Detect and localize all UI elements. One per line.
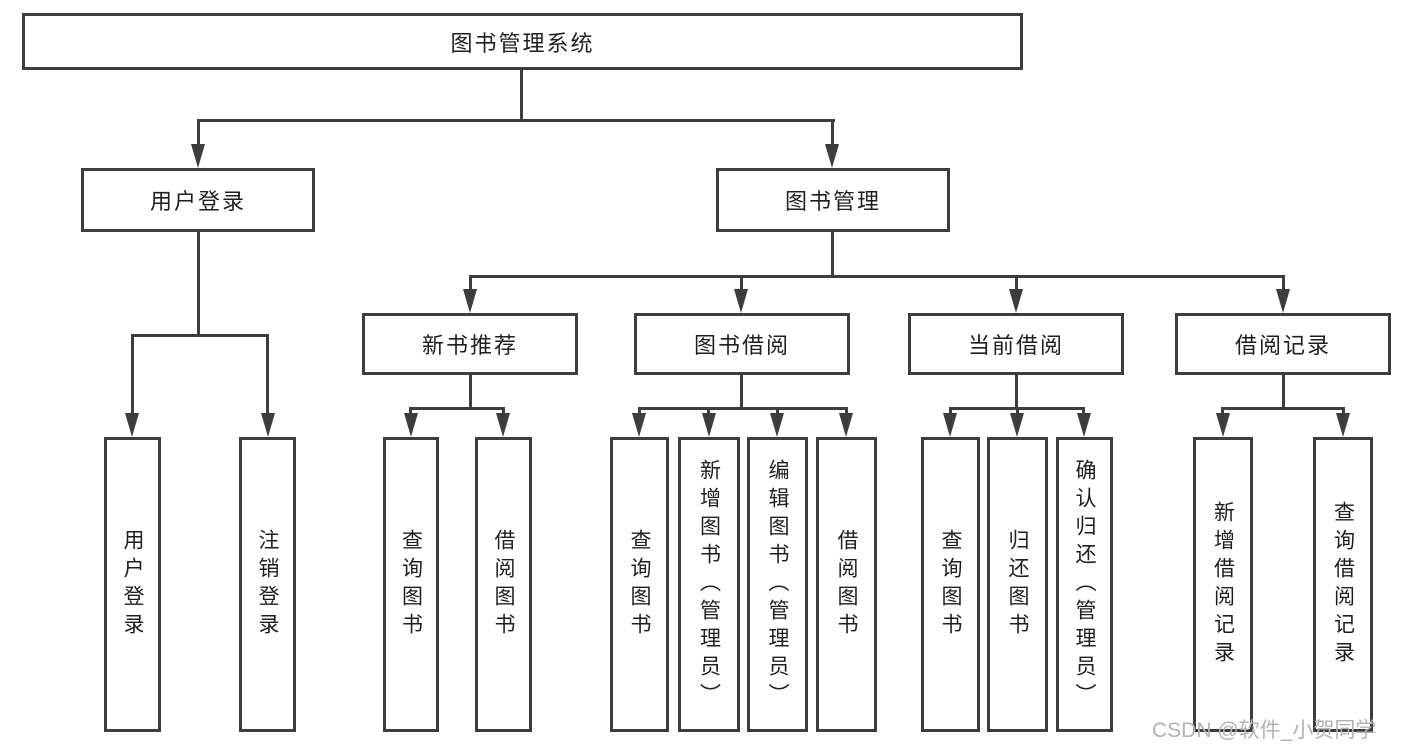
leaf-logout: 注销登录 <box>239 437 296 732</box>
connector-leaf-arm <box>845 407 848 416</box>
connector-borrow-records-bar <box>1221 407 1345 410</box>
leaf-query-borrow-record: 查询借阅记录 <box>1313 437 1373 732</box>
leaf-borrow-book-borrow: 借阅图书 <box>816 437 877 732</box>
connector-new-book-arm <box>469 275 472 293</box>
connector-leaf-arm <box>409 407 412 416</box>
connector-level1-bar <box>197 119 835 122</box>
leaf-return-book: 归还图书 <box>987 437 1048 732</box>
connector-root-stem <box>520 70 523 121</box>
arrow-down-icon <box>496 413 510 437</box>
arrow-down-icon <box>1336 413 1350 437</box>
arrow-down-icon <box>1216 413 1230 437</box>
leaf-query-borrow-record-label: 查询借阅记录 <box>1331 500 1355 669</box>
node-book-borrow: 图书借阅 <box>634 313 850 375</box>
leaf-query-book-recommend: 查询图书 <box>383 437 439 732</box>
leaf-user-login: 用户登录 <box>104 437 161 732</box>
leaf-confirm-return-admin: 确认归还（管理员） <box>1056 437 1113 732</box>
leaf-query-book-current-label: 查询图书 <box>939 528 962 641</box>
connector-current-borrow-arm <box>1015 275 1018 293</box>
leaf-confirm-return-admin-label: 确认归还（管理员） <box>1073 458 1096 711</box>
arrow-down-icon <box>125 413 139 437</box>
leaf-add-book-admin-label: 新增图书（管理员） <box>697 458 721 711</box>
node-user-login: 用户登录 <box>81 168 315 232</box>
connector-current-borrow-stem <box>1015 375 1018 410</box>
connector-book-borrow-bar <box>638 407 848 410</box>
leaf-edit-book-admin-label: 编辑图书（管理员） <box>766 458 789 711</box>
connector-leaf-arm <box>1016 407 1019 416</box>
arrow-down-icon <box>261 413 275 437</box>
connector-leaf-arm <box>1342 407 1345 416</box>
arrow-down-icon <box>770 413 784 437</box>
leaf-add-book-admin: 新增图书（管理员） <box>678 437 740 732</box>
arrow-down-icon <box>702 413 716 437</box>
leaf-user-login-label: 用户登录 <box>121 528 144 641</box>
connector-leaf-arm <box>707 407 710 416</box>
leaf-query-book-borrow: 查询图书 <box>610 437 669 732</box>
connector-user-login-stem <box>197 232 200 337</box>
connector-user-login-bar <box>131 334 269 337</box>
leaf-borrow-book-recommend: 借阅图书 <box>475 437 532 732</box>
arrow-down-icon <box>1010 413 1024 437</box>
connector-leaf-arm <box>1082 407 1085 416</box>
connector-new-book-stem <box>469 375 472 410</box>
node-new-book-recommend: 新书推荐 <box>362 313 578 375</box>
connector-user-login-arm <box>197 119 200 147</box>
connector-borrow-records-arm <box>1282 275 1285 293</box>
arrow-down-icon <box>943 413 957 437</box>
connector-leaf-arm <box>1221 407 1224 416</box>
connector-leaf-arm <box>776 407 779 416</box>
connector-book-mgmt-arm <box>831 119 834 147</box>
connector-leaf-arm <box>502 407 505 416</box>
leaf-query-book-current: 查询图书 <box>921 437 980 732</box>
connector-borrow-records-stem <box>1282 375 1285 410</box>
leaf-add-borrow-record-label: 新增借阅记录 <box>1211 500 1235 669</box>
connector-leaf-arm <box>638 407 641 416</box>
arrow-down-icon <box>632 413 646 437</box>
arrow-down-icon <box>191 144 205 168</box>
node-current-borrow: 当前借阅 <box>908 313 1124 375</box>
arrow-down-icon <box>463 289 477 313</box>
node-borrow-records: 借阅记录 <box>1175 313 1391 375</box>
leaf-query-book-borrow-label: 查询图书 <box>628 528 651 641</box>
node-book-management: 图书管理 <box>716 168 950 232</box>
connector-book-borrow-arm <box>740 275 743 293</box>
node-root: 图书管理系统 <box>22 13 1023 70</box>
connector-leaf-arm <box>949 407 952 416</box>
arrow-down-icon <box>1077 413 1091 437</box>
connector-level2-bar <box>469 275 1285 278</box>
leaf-logout-label: 注销登录 <box>256 528 279 641</box>
leaf-return-book-label: 归还图书 <box>1006 528 1029 641</box>
arrow-down-icon <box>1276 289 1290 313</box>
leaf-add-borrow-record: 新增借阅记录 <box>1193 437 1253 732</box>
arrow-down-icon <box>1009 289 1023 313</box>
connector-leaf-arm <box>131 334 134 416</box>
arrow-down-icon <box>734 289 748 313</box>
arrow-down-icon <box>404 413 418 437</box>
connector-book-borrow-stem <box>740 375 743 410</box>
leaf-borrow-book-borrow-label: 借阅图书 <box>835 528 858 641</box>
connector-book-mgmt-stem <box>831 232 834 278</box>
csdn-watermark: CSDN @软件_小贺同学 <box>1152 719 1377 742</box>
leaf-borrow-book-recommend-label: 借阅图书 <box>492 528 515 641</box>
arrow-down-icon <box>839 413 853 437</box>
leaf-edit-book-admin: 编辑图书（管理员） <box>747 437 808 732</box>
connector-leaf-arm <box>266 334 269 416</box>
arrow-down-icon <box>825 144 839 168</box>
leaf-query-book-recommend-label: 查询图书 <box>399 528 423 641</box>
connector-new-book-bar <box>409 407 505 410</box>
